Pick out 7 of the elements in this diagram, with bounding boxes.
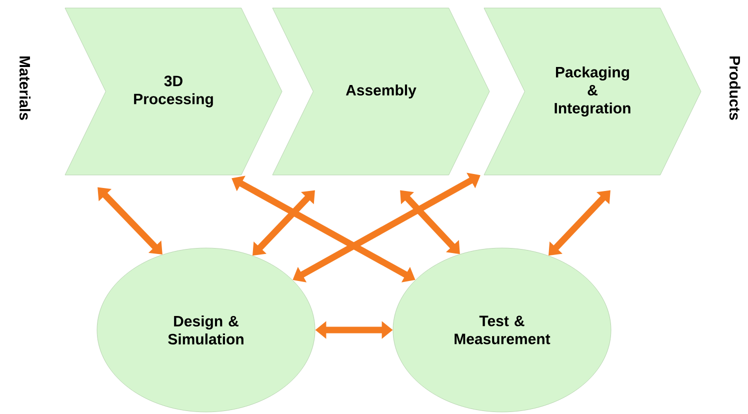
ellipse-node: Design & Simulation [96,248,316,412]
chevron-box: 3D Processing [64,8,282,176]
side-label: Materials [20,56,31,120]
side-label: Products [730,56,740,120]
chevron-box: Packaging & Integration [484,8,702,176]
ellipse-node: Test & Measurement [392,248,612,412]
chevron-box: Assembly [272,8,490,176]
